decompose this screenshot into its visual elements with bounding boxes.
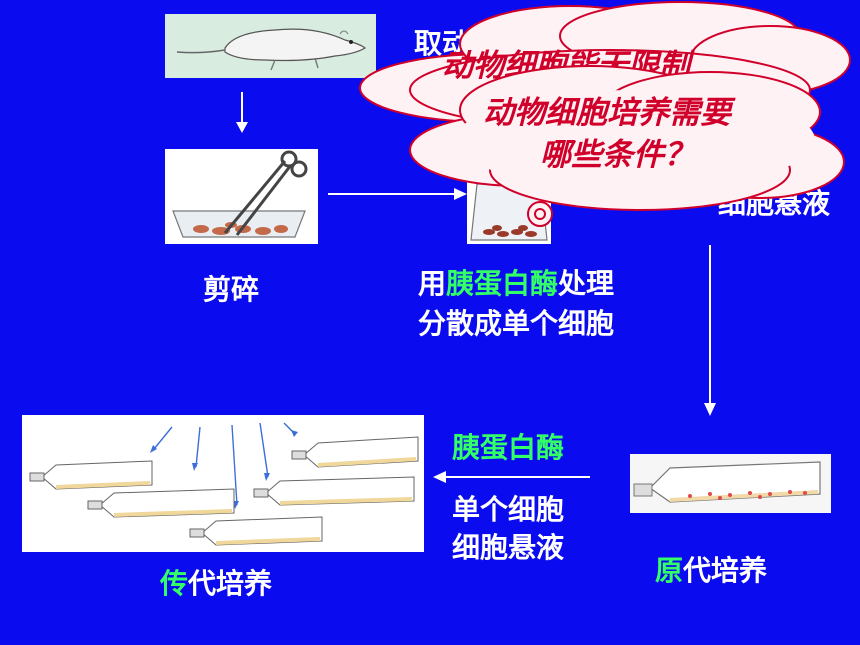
trypsin-label-line1: 用胰蛋白酶处理 [418, 266, 614, 302]
subculture-rest: 代培养 [188, 567, 273, 600]
trypsin-pre: 用 [418, 267, 447, 300]
cell-suspension-label: 细胞悬液 [452, 531, 565, 564]
arrow-down-2 [704, 245, 716, 416]
enzyme-arrow-label: 胰蛋白酶 [452, 431, 565, 464]
front-bubble-line1: 动物细胞培养需要 [483, 95, 736, 131]
trypsin-highlight: 胰蛋白酶 [446, 267, 559, 300]
subculture-label: 传代培养 [160, 566, 272, 602]
single-cell-label: 单个细胞 [452, 493, 565, 526]
thought-bubbles: 动物细胞能无限制 动物细胞培养需要 哪些条件？ [359, 1, 851, 227]
subculture-highlight: 传 [160, 567, 189, 600]
arrow-down-1 [236, 92, 248, 133]
scissors-dish-image [165, 149, 318, 244]
trypsin-label-line2: 分散成单个细胞 [418, 307, 615, 340]
primary-rest: 代培养 [683, 554, 768, 587]
trypsin-post: 处理 [558, 267, 615, 300]
bubble-tail-dot [527, 201, 553, 227]
mince-label: 剪碎 [203, 273, 260, 306]
primary-highlight: 原 [655, 554, 684, 587]
primary-culture-label: 原代培养 [655, 553, 767, 589]
mouse-image [165, 14, 376, 78]
primary-culture-image [630, 454, 831, 513]
subculture-image [22, 415, 424, 552]
front-bubble-line2: 哪些条件？ [540, 137, 695, 173]
arrow-right-1 [328, 188, 467, 200]
arrow-left-1 [433, 471, 590, 483]
front-bubble [409, 65, 845, 211]
